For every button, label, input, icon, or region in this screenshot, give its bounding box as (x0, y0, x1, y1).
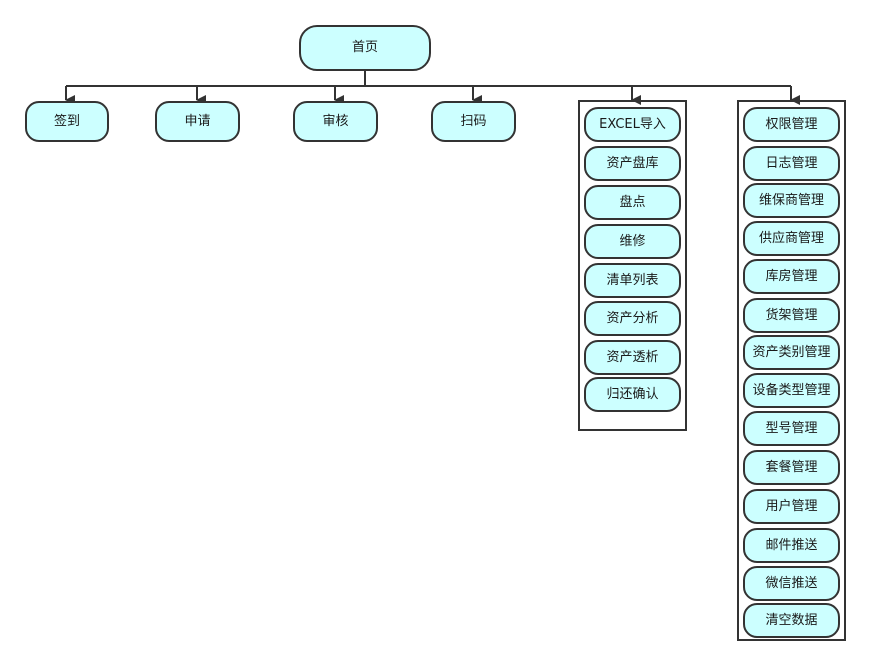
admin-item-xinghao-guanli[interactable]: 型号管理 (743, 411, 840, 446)
node-label: 签到 (53, 113, 80, 129)
admin-item-yonghu-guanli[interactable]: 用户管理 (743, 489, 840, 524)
admin-item-quanxian-guanli[interactable]: 权限管理 (743, 107, 840, 142)
node-shenqing[interactable]: 申请 (155, 101, 240, 142)
asset-group-container (578, 100, 687, 431)
node-label: 库房管理 (765, 268, 818, 284)
admin-item-zichan-leibie-guanli[interactable]: 资产类别管理 (743, 335, 840, 370)
node-label: 维保商管理 (758, 192, 824, 208)
admin-item-taocan-guanli[interactable]: 套餐管理 (743, 450, 840, 485)
node-saoma[interactable]: 扫码 (431, 101, 516, 142)
asset-item-qingdan-liebiao[interactable]: 清单列表 (584, 263, 681, 298)
node-label: 设备类型管理 (752, 382, 831, 398)
node-label: 资产盘库 (606, 155, 659, 171)
admin-item-kufang-guanli[interactable]: 库房管理 (743, 259, 840, 294)
asset-item-zichan-panku[interactable]: 资产盘库 (584, 146, 681, 181)
node-label: 维修 (619, 233, 646, 249)
asset-item-zichan-touxi[interactable]: 资产透析 (584, 340, 681, 375)
node-label: 清单列表 (606, 272, 659, 288)
asset-item-weixiu[interactable]: 维修 (584, 224, 681, 259)
node-label: 套餐管理 (765, 459, 818, 475)
node-label: 日志管理 (765, 155, 818, 171)
node-label: 邮件推送 (765, 537, 818, 553)
admin-item-huojia-guanli[interactable]: 货架管理 (743, 298, 840, 333)
root-node-label: 首页 (351, 40, 378, 55)
admin-item-rizhi-guanli[interactable]: 日志管理 (743, 146, 840, 181)
asset-item-pandian[interactable]: 盘点 (584, 185, 681, 220)
node-label: 归还确认 (606, 386, 659, 402)
asset-item-excel-import[interactable]: EXCEL导入 (584, 107, 681, 142)
node-label: 资产分析 (606, 310, 659, 326)
node-label: 微信推送 (765, 575, 818, 591)
node-label: 审核 (322, 113, 349, 129)
asset-item-guihuan-queren[interactable]: 归还确认 (584, 377, 681, 412)
node-label: 资产透析 (606, 349, 659, 365)
node-label: 供应商管理 (758, 230, 824, 246)
node-label: EXCEL导入 (599, 116, 666, 132)
admin-item-qingkong-shuju[interactable]: 清空数据 (743, 603, 840, 638)
node-shenhe[interactable]: 审核 (293, 101, 378, 142)
node-label: 型号管理 (765, 420, 818, 436)
node-label: 货架管理 (765, 307, 818, 323)
node-label: 盘点 (619, 194, 646, 210)
node-label: 资产类别管理 (752, 344, 831, 360)
admin-item-shebei-leixing-guanli[interactable]: 设备类型管理 (743, 373, 840, 408)
admin-item-gongyingshang-guanli[interactable]: 供应商管理 (743, 221, 840, 256)
node-label: 用户管理 (765, 498, 818, 514)
admin-group-container (737, 100, 846, 641)
admin-item-weixin-tuisong[interactable]: 微信推送 (743, 566, 840, 601)
node-qiandao[interactable]: 签到 (25, 101, 109, 142)
admin-item-youjian-tuisong[interactable]: 邮件推送 (743, 528, 840, 563)
admin-item-weibaoshang-guanli[interactable]: 维保商管理 (743, 183, 840, 218)
node-label: 扫码 (460, 113, 487, 129)
node-label: 清空数据 (765, 612, 818, 628)
root-node-home[interactable]: 首页 (299, 25, 431, 71)
node-label: 权限管理 (765, 116, 818, 132)
node-label: 申请 (184, 113, 211, 129)
asset-item-zichan-fenxi[interactable]: 资产分析 (584, 301, 681, 336)
